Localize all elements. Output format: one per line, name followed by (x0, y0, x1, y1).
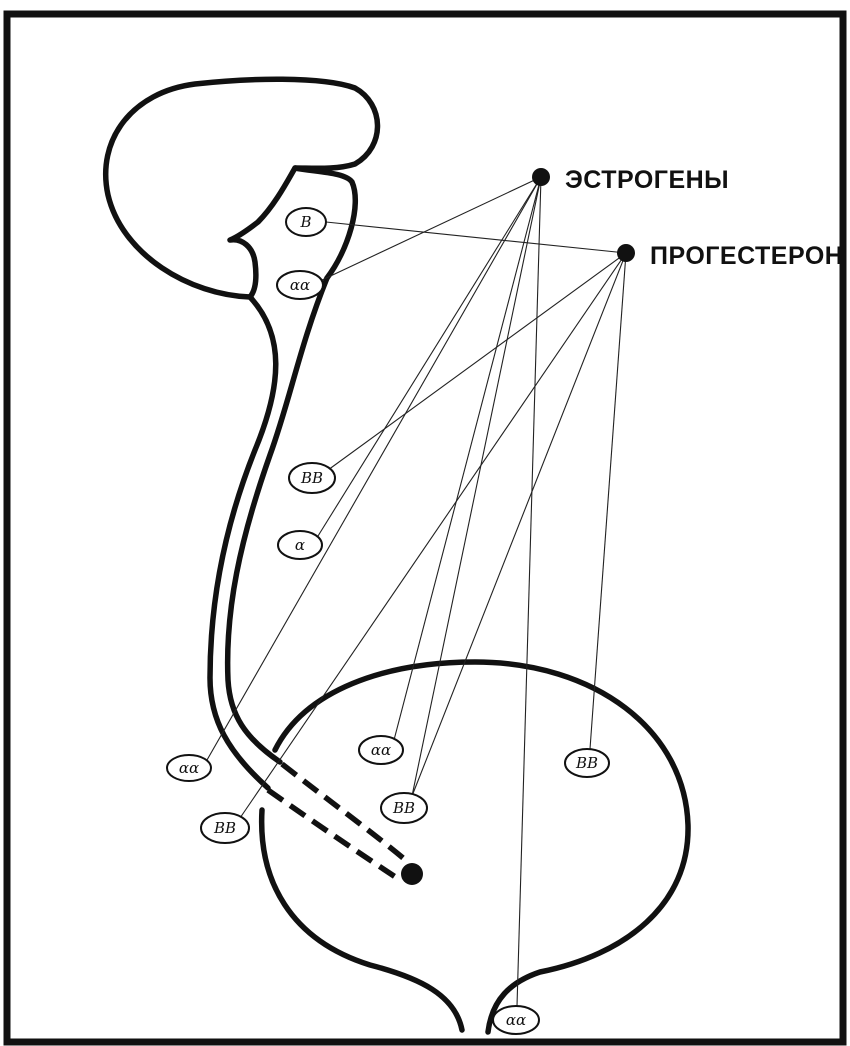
receptor-r6: BB (201, 813, 249, 843)
receptor-r4: α (278, 531, 322, 559)
receptor-label: αα (371, 741, 391, 759)
estrogens-label: ЭСТРОГЕНЫ (565, 166, 729, 194)
connection-progesterone-r1 (326, 222, 626, 253)
receptor-r3: BB (289, 463, 335, 493)
receptor-r10: αα (493, 1006, 539, 1034)
receptor-label: BB (213, 819, 236, 837)
receptor-r7: αα (359, 736, 403, 764)
receptor-r5: αα (167, 755, 211, 781)
connection-estrogens-r8 (412, 177, 541, 796)
connection-estrogens-r10 (517, 177, 541, 1006)
estrogen-dot (532, 168, 550, 186)
receptor-label: αα (506, 1011, 526, 1029)
receptor-r8: BB (381, 793, 427, 823)
progesterone-label: ПРОГЕСТЕРОН (650, 242, 843, 270)
receptor-label: BB (300, 469, 323, 487)
receptor-label: BB (392, 799, 415, 817)
receptor-r9: BB (565, 749, 609, 777)
connection-progesterone-r8 (412, 253, 626, 796)
receptor-r1: B (286, 208, 326, 236)
bladder-outline (275, 662, 688, 1032)
receptor-label: α (295, 536, 305, 554)
receptor-label: B (299, 213, 311, 231)
bladder-outline-left (262, 810, 462, 1030)
receptor-label: αα (179, 759, 199, 777)
receptor-label: αα (290, 276, 310, 294)
receptor-r2: αα (277, 271, 323, 299)
receptor-label: BB (575, 754, 598, 772)
progesterone-dot (617, 244, 635, 262)
ureteral-orifice (401, 863, 423, 885)
connection-progesterone-r9 (590, 253, 626, 749)
connection-progesterone-r3 (328, 253, 626, 470)
